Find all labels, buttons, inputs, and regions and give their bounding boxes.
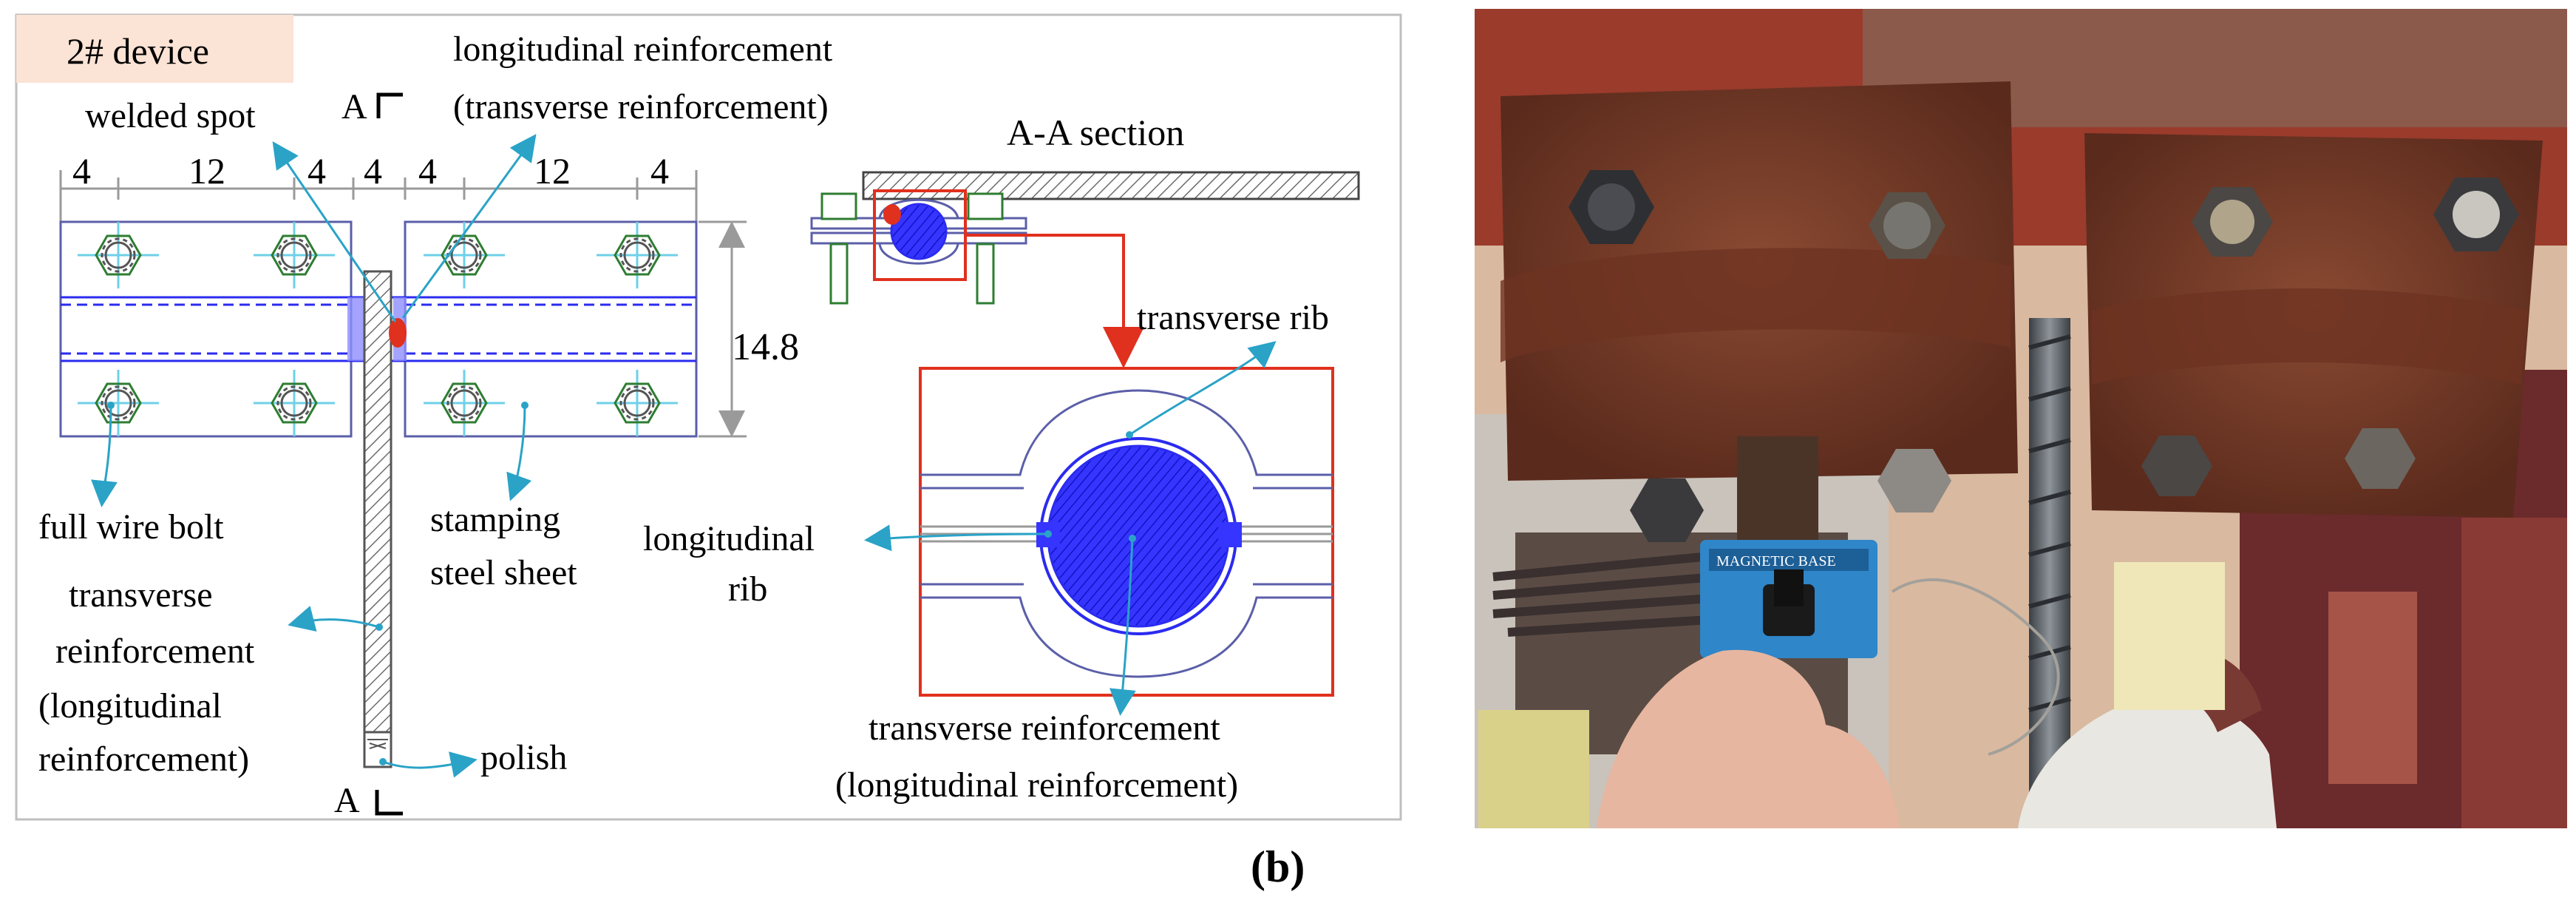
label-stamping-line1: stamping [430, 500, 560, 539]
enlarged-rebar [1047, 444, 1230, 628]
label-trans-reinf-line4: reinforcement) [38, 740, 249, 779]
label-full-wire-bolt: full wire bolt [38, 507, 224, 547]
caption-b: (b) [1251, 842, 1305, 891]
bolt-icon [254, 370, 335, 436]
section-bolts [820, 192, 1004, 305]
dim-top-2: 12 [188, 150, 225, 192]
label-longitudinal-rib-line2: rib [728, 569, 767, 609]
section-mark-top: A [341, 87, 367, 126]
bolt-icon [78, 222, 159, 288]
label-stamping-line2: steel sheet [430, 553, 577, 592]
right-steel-plate [404, 220, 698, 438]
detail-callout-arrow [965, 234, 1144, 368]
bolt-icon [597, 222, 678, 288]
label-polish: polish [480, 738, 567, 777]
glove-right [2018, 697, 2277, 828]
height-dimension-line [699, 220, 747, 438]
polish-end [363, 731, 392, 768]
dim-top-3: 4 [307, 150, 326, 192]
site-photo: MAGNETIC BASE [1475, 9, 2567, 828]
dim-top-1: 4 [72, 150, 91, 192]
label-detail-trans-reinf-line1: transverse reinforcement [869, 708, 1220, 748]
section-arrow-top [376, 92, 403, 118]
bolt-icon [424, 370, 505, 436]
bolt-icon [597, 370, 678, 436]
label-transverse-rib: transverse rib [1137, 298, 1329, 337]
rib-weld-left [347, 297, 364, 361]
dim-top-5: 4 [418, 150, 437, 192]
label-longitudinal-rib-line1: longitudinal [643, 519, 815, 558]
dim-top-4: 4 [364, 150, 382, 192]
dim-top-7: 4 [650, 150, 669, 192]
leader-lines-left [91, 134, 537, 778]
section-mark-bottom: A [334, 781, 360, 820]
leader-lines-section [864, 341, 1277, 716]
label-trans-reinf-line3: (longitudinal [38, 686, 222, 726]
hand-left [1597, 649, 1900, 828]
section-title: A-A section [1007, 112, 1184, 153]
section-plate [862, 171, 1360, 200]
label-trans-reinf-line1: transverse [69, 575, 213, 615]
device-tag [16, 15, 293, 83]
bolt-icon [254, 222, 335, 288]
device-label: 2# device [67, 30, 209, 72]
top-dimension-line [59, 170, 698, 226]
label-welded-spot: welded spot [85, 96, 256, 135]
gauge-plate-text: MAGNETIC BASE [1716, 553, 1836, 569]
section-weld-spot [883, 204, 901, 225]
welded-spot-mark [389, 318, 407, 348]
dim-top-6: 12 [534, 150, 571, 192]
bolt-group [78, 222, 678, 436]
vertical-rebar [2029, 318, 2070, 828]
dim-height: 14.8 [732, 326, 799, 368]
transverse-reinforcement-bar [363, 270, 392, 768]
section-arrow-bottom [375, 790, 403, 816]
photo-bolts [1569, 170, 2519, 542]
section-rebar [890, 203, 948, 260]
label-trans-reinf-line2: reinforcement [55, 632, 255, 671]
longitudinal-rib-right [1218, 522, 1242, 547]
magnetic-gauge: MAGNETIC BASE [1700, 540, 1877, 658]
label-detail-trans-reinf-line2: (longitudinal reinforcement) [835, 765, 1238, 805]
bolt-icon [78, 370, 159, 436]
label-long-reinf-line1: longitudinal reinforcement [453, 30, 833, 69]
label-long-reinf-line2: (transverse reinforcement) [453, 87, 829, 126]
